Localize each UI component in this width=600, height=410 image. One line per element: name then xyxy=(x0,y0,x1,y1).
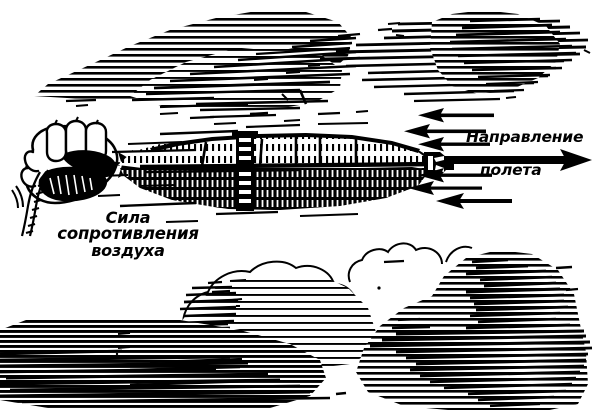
torpedo-band xyxy=(232,131,258,211)
speed-streaks xyxy=(97,122,369,223)
drag-force-line-3: воздуха xyxy=(91,241,165,261)
twisted-rope xyxy=(11,169,49,237)
drag-force-label: Сила сопротивления воздуха xyxy=(52,208,204,261)
fist-shading xyxy=(49,174,93,196)
resistance-arrow-6 xyxy=(436,193,512,209)
fist-outline-detail xyxy=(54,116,99,125)
cloud-bottom-left-strokes xyxy=(0,332,347,404)
resistance-arrow-1 xyxy=(418,108,494,123)
resistance-arrow-3 xyxy=(418,137,490,152)
cloud-top-left-strokes xyxy=(65,22,405,125)
drag-force-line-1: Сила xyxy=(105,208,151,227)
torpedo-nose xyxy=(424,152,454,176)
cloud-top-plume xyxy=(195,89,329,119)
cloud-bottom-right-strokes xyxy=(369,258,593,408)
resistance-arrow-2 xyxy=(404,124,486,139)
torpedo-segments xyxy=(200,137,358,167)
resistance-arrow-4 xyxy=(418,168,492,183)
cloud-specks xyxy=(115,286,381,356)
fist-icon xyxy=(20,119,119,205)
resistance-arrow-5 xyxy=(408,181,482,195)
resistance-arrows xyxy=(404,108,512,209)
flight-direction-line-1: Направление xyxy=(466,128,584,146)
drag-force-line-2: сопротивления xyxy=(57,224,199,244)
cloud-top-right-strokes xyxy=(449,17,591,99)
cloud-bottom-right-outline xyxy=(347,242,473,283)
flight-arrow-main xyxy=(452,149,592,171)
flight-direction-line-2: полета xyxy=(480,160,542,179)
tow-cord xyxy=(95,156,121,167)
flight-direction-label: Направление полета xyxy=(466,128,596,179)
